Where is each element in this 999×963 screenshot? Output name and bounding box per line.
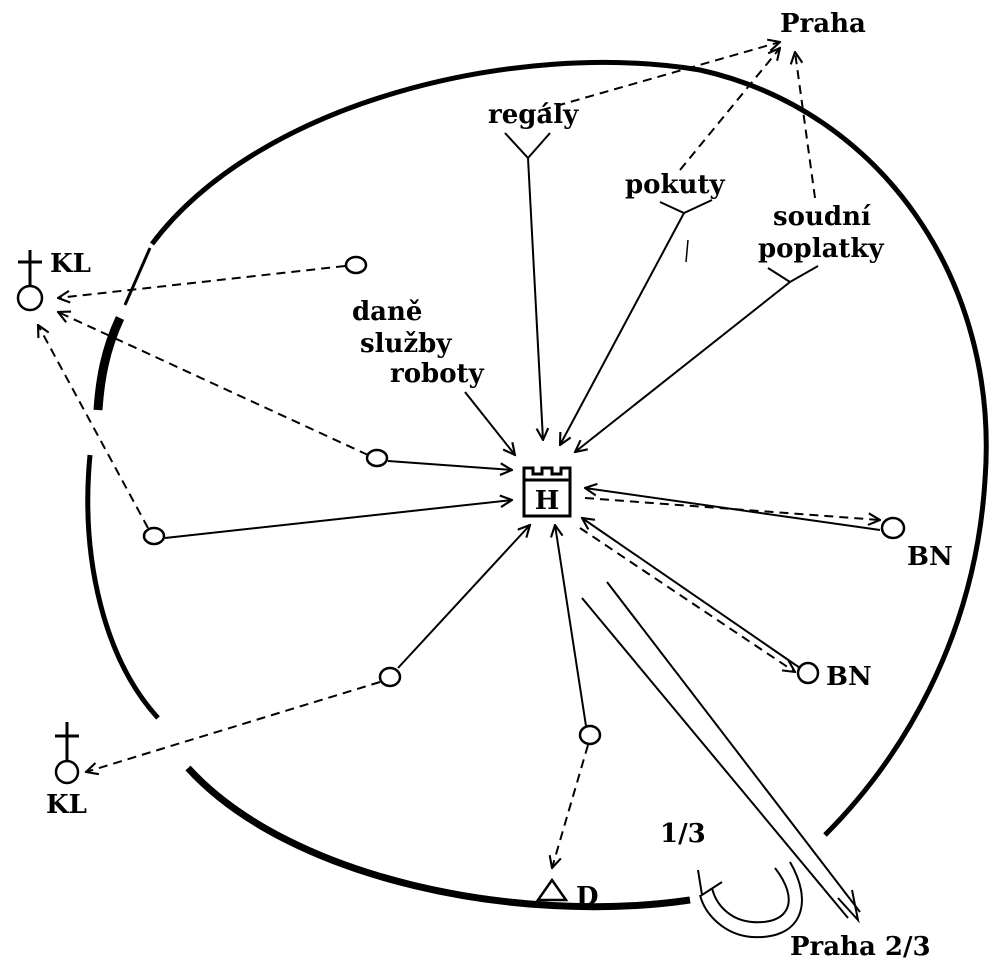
kl-top-label: KL [50, 249, 91, 279]
village-5 [578, 724, 602, 746]
dashed-village5-d [552, 744, 589, 868]
arrow-village3-castle [164, 500, 512, 539]
arrow-soudni-castle [575, 281, 791, 452]
village-4 [378, 666, 402, 688]
dashed-dane-kl [58, 265, 346, 298]
sluzby-label: služby [360, 329, 452, 359]
village-3 [142, 526, 166, 546]
dashed-castle-bn2 [579, 527, 795, 672]
bn-2-label: BN [826, 662, 872, 692]
village-dane [344, 255, 368, 275]
soudni-bracket [767, 265, 819, 284]
soudni-label-1: soudní [773, 202, 871, 232]
soudni-label-2: poplatky [758, 234, 884, 264]
one-third-label: 1/3 [660, 819, 706, 849]
castle-label: H [535, 486, 560, 516]
castle-icon: H [522, 466, 572, 518]
arrow-pokuty-castle [560, 212, 685, 445]
arrow-roboty-castle [464, 391, 515, 455]
kl-bottom-symbol [54, 722, 80, 785]
bn-1-label: BN [907, 542, 953, 572]
dashed-village2-kl [58, 312, 369, 456]
praha-bottom-label: Praha 2/3 [790, 932, 931, 962]
arrow-village2-castle [387, 460, 512, 470]
tax-split-arrow [581, 581, 861, 939]
boundary-arc-left-lower [85, 454, 160, 720]
arrow-bn2-castle [582, 518, 801, 669]
bn-2-symbol [796, 661, 820, 685]
dashed-soudni-praha [795, 52, 816, 199]
arrow-village5-castle [555, 525, 587, 727]
dashed-village3-kl [38, 325, 149, 529]
boundary-arc-left-upper [123, 247, 152, 306]
village-2 [365, 448, 389, 468]
territory-boundary [85, 60, 989, 911]
dashed-regaly-praha [541, 42, 780, 111]
arrow-bn1-castle [585, 488, 881, 531]
arrow-regaly-castle [527, 157, 543, 440]
roboty-label: roboty [390, 359, 485, 389]
d-label: D [576, 882, 599, 912]
bn-1-symbol [880, 516, 906, 540]
kl-top-symbol [16, 250, 44, 312]
dashed-village4-kl [86, 681, 381, 772]
boundary-arc-left-mid [93, 316, 125, 411]
boundary-arc-bottom [185, 765, 691, 911]
regaly-label: regály [488, 100, 579, 130]
dashed-castle-bn1 [584, 497, 880, 520]
regaly-bracket [504, 132, 551, 160]
boundary-arc-top [150, 60, 989, 837]
dashed-pokuty-praha [679, 48, 780, 171]
arrow-village4-castle [397, 525, 530, 669]
small-mark [685, 239, 689, 263]
praha-top-label: Praha [780, 9, 866, 39]
d-triangle-icon [535, 877, 569, 902]
pokuty-label: pokuty [625, 170, 725, 200]
kl-bottom-label: KL [46, 790, 87, 820]
pokuty-bracket [659, 199, 713, 215]
dane-label: daně [352, 297, 422, 327]
